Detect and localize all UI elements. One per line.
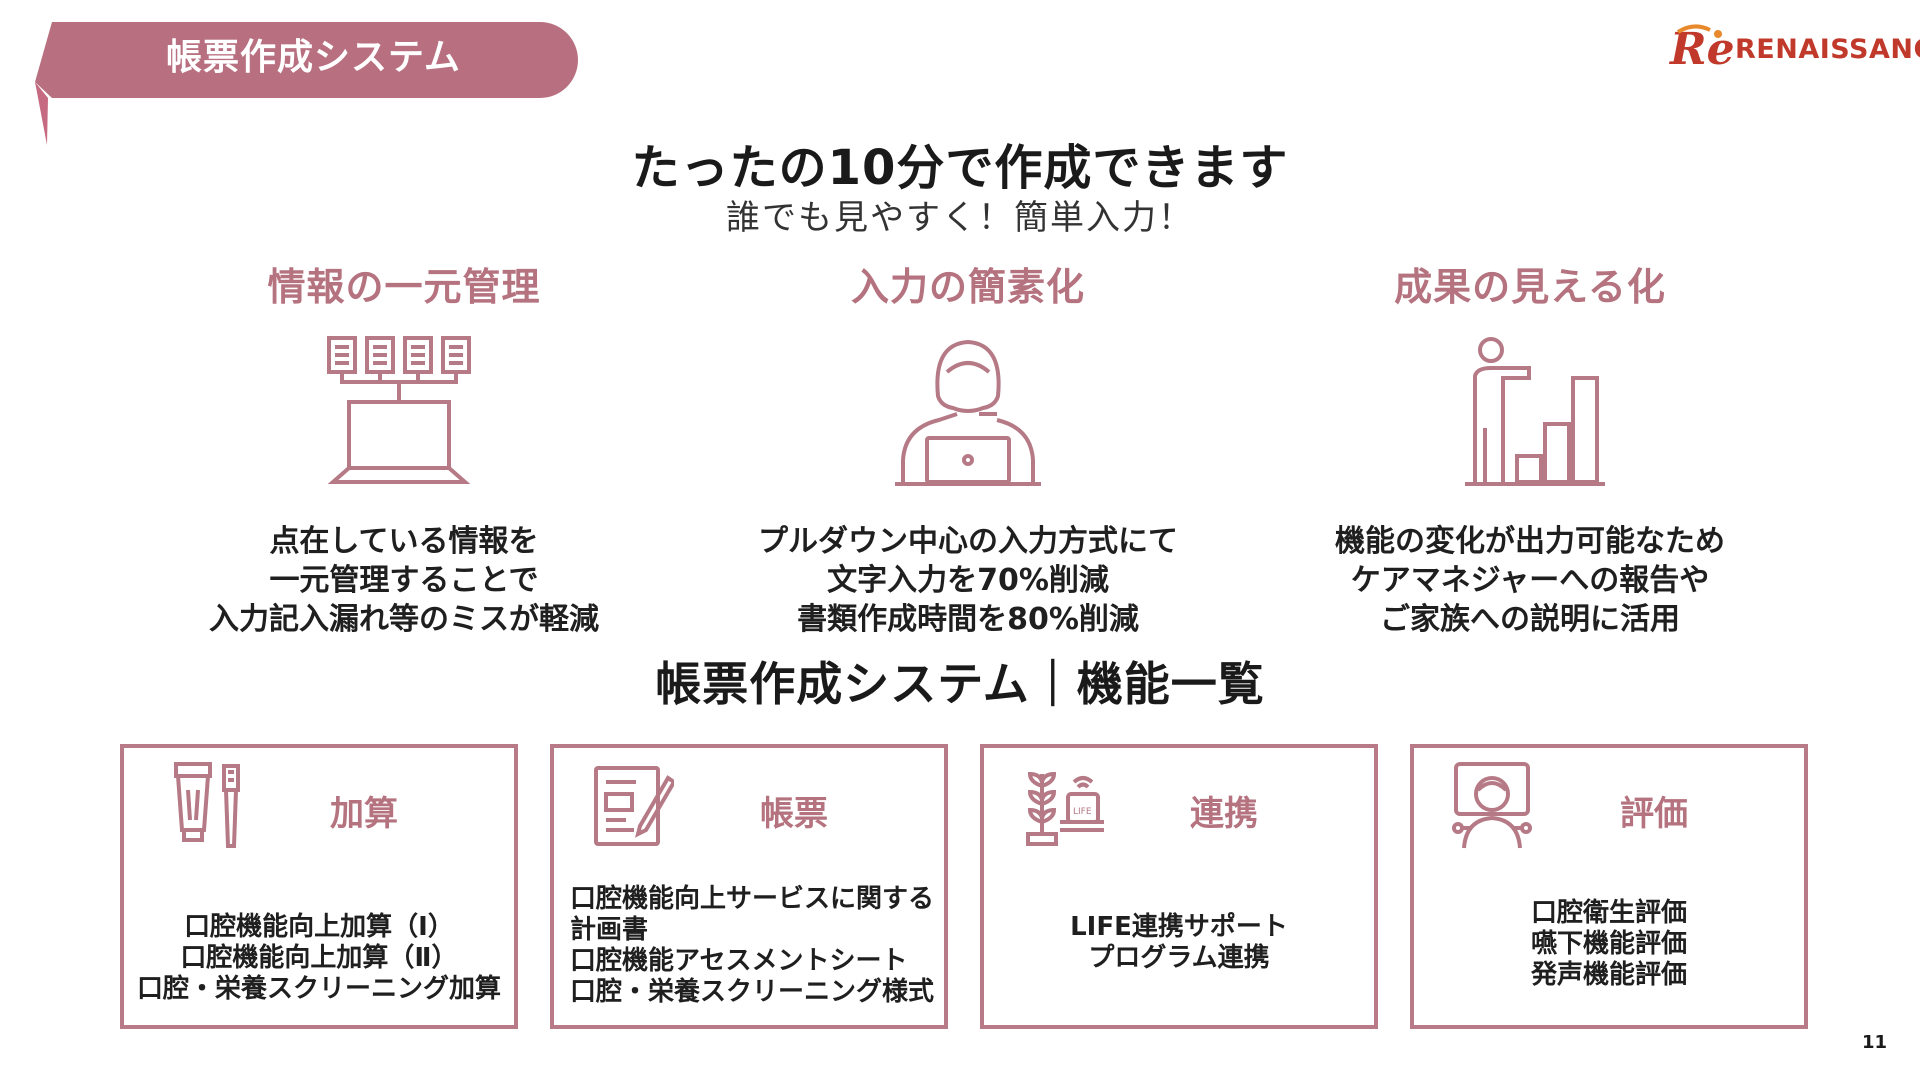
feature-line: 書類作成時間を80%削減	[797, 602, 1139, 637]
banner-label: 帳票作成システム	[166, 37, 461, 78]
card-item: 計画書	[570, 915, 649, 945]
feature-line: 一元管理することで	[269, 563, 539, 598]
card-addition: 加算 口腔機能向上加算（Ⅰ） 口腔機能向上加算（Ⅱ） 口腔・栄養スクリーニング加…	[120, 744, 518, 1029]
card-title: 連携	[1190, 794, 1258, 834]
presenter-chart-icon	[1465, 337, 1605, 486]
card-title: 評価	[1620, 794, 1688, 834]
subheadline: 誰でも見やすく！簡単入力！	[726, 198, 1194, 238]
card-items: LIFE連携サポート プログラム連携	[984, 912, 1374, 974]
feature-line: プルダウン中心の入力方式にて	[758, 524, 1178, 559]
person-laptop-icon	[895, 339, 1041, 486]
card-evaluation: 評価 口腔衛生評価 嚥下機能評価 発声機能評価	[1410, 744, 1808, 1029]
headline: たったの10分で作成できます	[631, 140, 1289, 196]
feature-description: 点在している情報を 一元管理することで 入力記入漏れ等のミスが軽減	[124, 522, 684, 639]
feature-line: 文字入力を70%削減	[827, 563, 1109, 598]
feature-description: プルダウン中心の入力方式にて 文字入力を70%削減 書類作成時間を80%削減	[688, 522, 1248, 639]
card-item: 口腔機能向上加算（Ⅰ）	[184, 912, 454, 942]
feature-line: 点在している情報を	[269, 524, 539, 559]
feature-line: ご家族への説明に活用	[1380, 602, 1680, 637]
card-title: 加算	[330, 794, 398, 834]
page-number: 11	[1862, 1032, 1888, 1053]
feature-line: 機能の変化が出力可能なため	[1335, 524, 1725, 559]
renaissance-logo-mark: Re	[1668, 24, 1735, 75]
card-items: 口腔衛生評価 嚥下機能評価 発声機能評価	[1414, 898, 1804, 991]
feature-description: 機能の変化が出力可能なため ケアマネジャーへの報告や ご家族への説明に活用	[1250, 522, 1810, 639]
card-item: 口腔機能アセスメントシート	[570, 946, 908, 976]
card-item: 口腔機能向上加算（Ⅱ）	[180, 943, 458, 973]
feature-information-management: 情報の一元管理 点在している情報を 一元管理することで 入力記入漏れ等のミスが軽…	[124, 262, 684, 639]
feature-results-visualization: 成果の見える化 機能の変化が出力可能なため ケアマネジャーへの報告や ご家族への…	[1250, 262, 1810, 639]
card-items: 口腔機能向上サービスに関する 計画書 口腔機能アセスメントシート 口腔・栄養スク…	[570, 884, 960, 1008]
card-item: 口腔・栄養スクリーニング様式	[570, 977, 935, 1007]
network-laptop-icon	[327, 336, 471, 484]
feature-title: 入力の簡素化	[850, 265, 1085, 309]
card-forms: 帳票 口腔機能向上サービスに関する 計画書 口腔機能アセスメントシート 口腔・栄…	[550, 744, 948, 1029]
feature-input-simplification: 入力の簡素化 プルダウン中心の入力方式にて 文字入力を70%削減 書類作成時間を…	[688, 262, 1248, 639]
card-item: プログラム連携	[1088, 943, 1270, 973]
feature-title: 情報の一元管理	[267, 265, 541, 309]
logo-text: RENAISSANCE	[1735, 34, 1920, 65]
function-list-title: 帳票作成システム｜機能一覧	[655, 657, 1265, 711]
feature-line: 入力記入漏れ等のミスが軽減	[209, 602, 599, 637]
card-title: 帳票	[760, 794, 828, 834]
plant-life-device-icon: LIFE	[1026, 771, 1104, 846]
card-items: 口腔機能向上加算（Ⅰ） 口腔機能向上加算（Ⅱ） 口腔・栄養スクリーニング加算	[124, 912, 514, 1005]
life-device-label: LIFE	[1073, 807, 1092, 817]
card-integration: LIFE 連携 LIFE連携サポート プログラム連携	[980, 744, 1378, 1029]
card-item: 発声機能評価	[1530, 960, 1687, 990]
card-item: 口腔・栄養スクリーニング加算	[136, 974, 501, 1004]
feature-line: ケアマネジャーへの報告や	[1350, 563, 1710, 598]
feature-title: 成果の見える化	[1394, 265, 1666, 309]
person-evaluation-icon	[1452, 762, 1532, 849]
toothpaste-toothbrush-icon	[174, 762, 240, 848]
card-item: LIFE連携サポート	[1070, 912, 1288, 942]
card-item: 口腔機能向上サービスに関する	[570, 884, 935, 914]
card-item: 嚥下機能評価	[1530, 929, 1687, 959]
document-pen-icon	[594, 766, 674, 846]
card-item: 口腔衛生評価	[1530, 898, 1687, 928]
header-banner	[35, 22, 578, 145]
